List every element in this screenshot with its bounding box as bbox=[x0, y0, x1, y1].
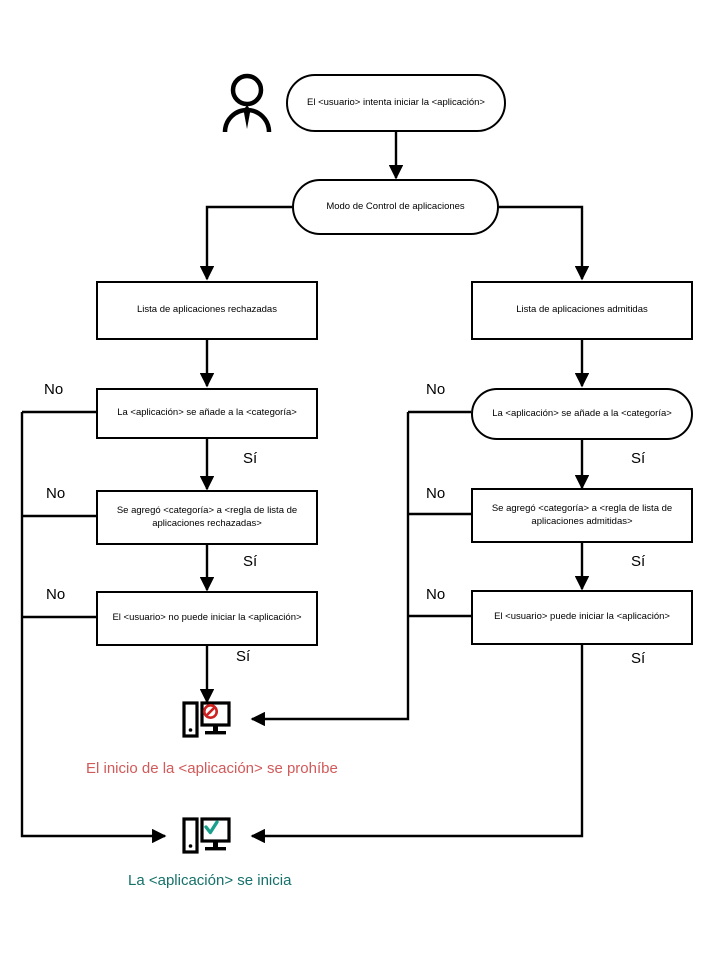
user-icon bbox=[221, 72, 273, 134]
edge-label-left-no-1: No bbox=[44, 381, 64, 398]
edge-label-left-yes-3: Sí bbox=[236, 648, 251, 665]
node-allow-result-label: El <usuario> puede iniciar la <aplicació… bbox=[494, 611, 670, 623]
node-allow-result[interactable]: El <usuario> puede iniciar la <aplicació… bbox=[471, 590, 693, 645]
node-deny-result[interactable]: El <usuario> no puede iniciar la <aplica… bbox=[96, 591, 318, 646]
node-allowlist-label: Lista de aplicaciones admitidas bbox=[516, 304, 648, 316]
node-deny-category[interactable]: La <aplicación> se añade a la <categoría… bbox=[96, 388, 318, 439]
node-deny-result-label: El <usuario> no puede iniciar la <aplica… bbox=[112, 612, 302, 624]
edge-mode-to-denylist bbox=[199, 205, 292, 281]
edge-mode-to-allowlist bbox=[499, 205, 590, 281]
edge-label-right-no-2: No bbox=[426, 485, 446, 502]
node-allowlist[interactable]: Lista de aplicaciones admitidas bbox=[471, 281, 693, 340]
edge-label-right-no-3: No bbox=[426, 586, 446, 603]
node-deny-rule-label: Se agregó <categoría> a <regla de lista … bbox=[116, 504, 298, 529]
edge-label-right-yes-2: Sí bbox=[631, 553, 646, 570]
edge-label-right-no-1: No bbox=[426, 381, 446, 398]
edge-label-left-yes-2: Sí bbox=[243, 553, 258, 570]
rail-right-yes-to-allowed bbox=[250, 645, 584, 844]
denied-caption: El inicio de la <aplicación> se prohíbe bbox=[86, 760, 338, 777]
node-mode[interactable]: Modo de Control de aplicaciones bbox=[292, 179, 499, 235]
node-allow-category[interactable]: La <aplicación> se añade a la <categoría… bbox=[471, 388, 693, 440]
node-deny-rule[interactable]: Se agregó <categoría> a <regla de lista … bbox=[96, 490, 318, 545]
edge-label-left-yes-1: Sí bbox=[243, 450, 258, 467]
node-mode-label: Modo de Control de aplicaciones bbox=[326, 200, 465, 212]
node-start-label: El <usuario> intenta iniciar la <aplicac… bbox=[307, 96, 485, 108]
node-deny-category-label: La <aplicación> se añade a la <categoría… bbox=[117, 407, 297, 419]
node-allow-rule-label: Se agregó <categoría> a <regla de lista … bbox=[491, 502, 673, 527]
allowed-caption: La <aplicación> se inicia bbox=[128, 872, 292, 889]
edge-label-left-no-3: No bbox=[46, 586, 66, 603]
node-start[interactable]: El <usuario> intenta iniciar la <aplicac… bbox=[286, 74, 506, 132]
node-allow-category-label: La <aplicación> se añade a la <categoría… bbox=[492, 407, 672, 419]
computer-blocked-icon bbox=[182, 700, 232, 742]
rail-middle-no-to-denied bbox=[250, 412, 410, 727]
node-denylist[interactable]: Lista de aplicaciones rechazadas bbox=[96, 281, 318, 340]
node-denylist-label: Lista de aplicaciones rechazadas bbox=[137, 304, 277, 316]
node-allow-rule[interactable]: Se agregó <categoría> a <regla de lista … bbox=[471, 488, 693, 543]
edge-label-right-yes-3: Sí bbox=[631, 650, 646, 667]
computer-allowed-icon bbox=[182, 816, 232, 858]
edge-label-right-yes-1: Sí bbox=[631, 450, 646, 467]
edge-label-left-no-2: No bbox=[46, 485, 66, 502]
